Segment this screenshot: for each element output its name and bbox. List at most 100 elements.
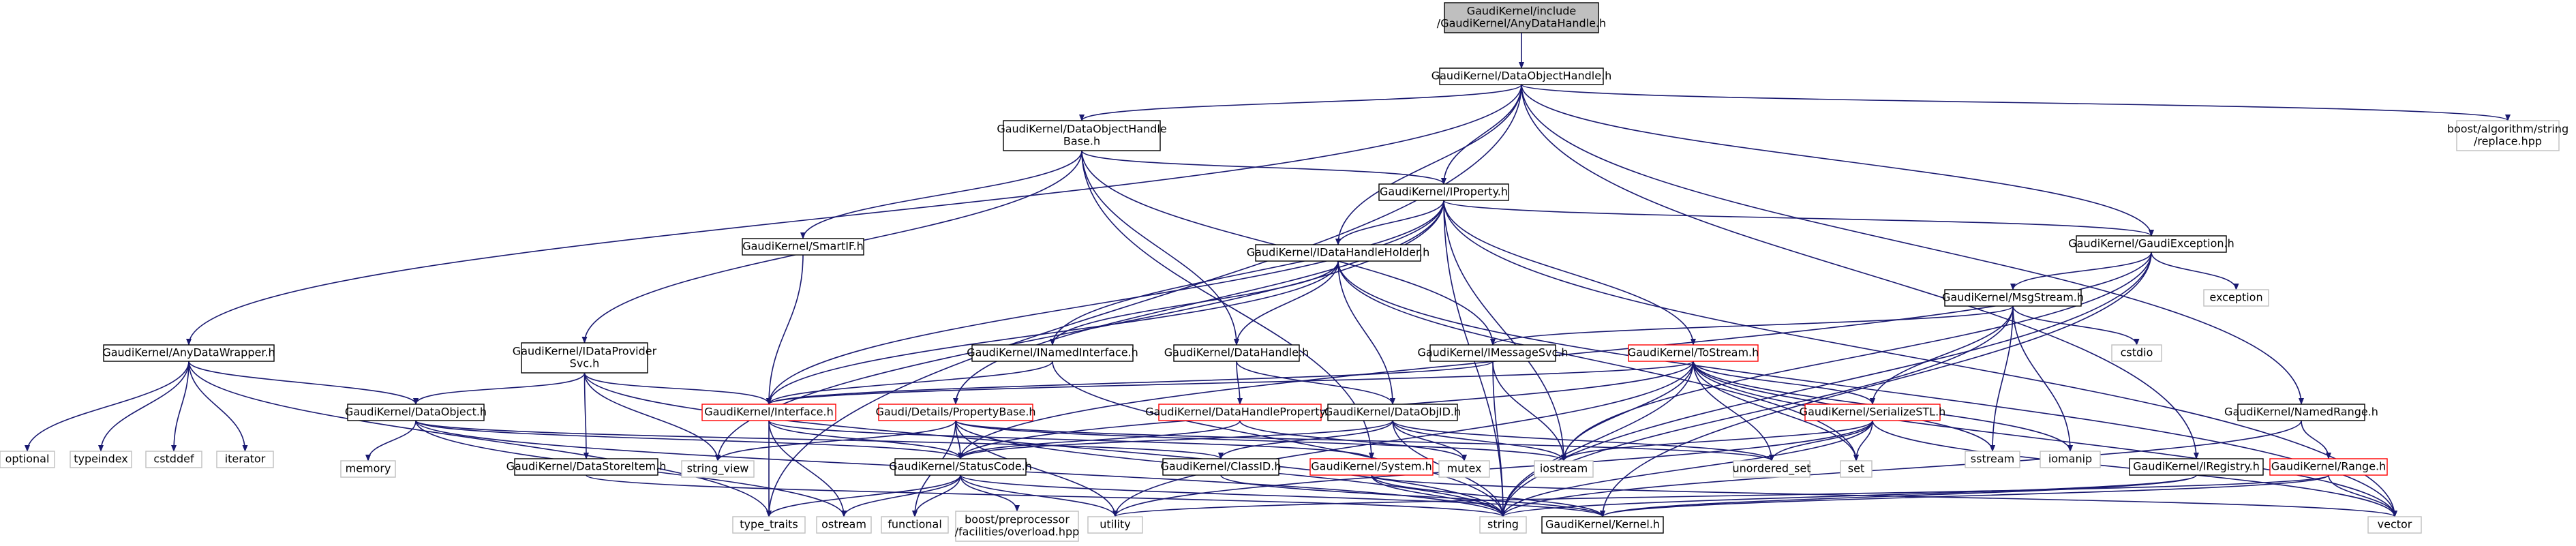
node-utility: utility: [1087, 516, 1143, 534]
node-label-SmartIF: GaudiKernel/SmartIF.h: [742, 240, 864, 253]
node-label-DataHandleProperty: GaudiKernel/DataHandleProperty.h: [1145, 406, 1335, 419]
node-box-unordered_set: [1733, 460, 1810, 478]
node-box-cstddef: [145, 451, 202, 468]
edge-DataObjectHandleBase-to-SmartIF: [800, 150, 1082, 239]
node-label-Kernel: GaudiKernel/Kernel.h: [1545, 518, 1660, 531]
node-MsgStream[interactable]: GaudiKernel/MsgStream.h: [1942, 289, 2084, 307]
node-box-GaudiException: [2076, 235, 2227, 253]
edge-IMessageSvc-to-string: [1492, 361, 1506, 517]
edge-IProperty-to-iostream: [1443, 200, 1566, 461]
node-Range[interactable]: GaudiKernel/Range.h: [2269, 458, 2388, 476]
node-label-sstream: sstream: [1971, 453, 2014, 466]
node-box-optional: [0, 451, 55, 468]
node-DataStoreItem[interactable]: GaudiKernel/DataStoreItem.h: [506, 458, 667, 476]
node-label-ToStream: GaudiKernel/ToStream.h: [1628, 346, 1759, 359]
node-IDataHandleHolder[interactable]: GaudiKernel/IDataHandleHolder.h: [1247, 244, 1430, 262]
edge-MsgStream-to-cstdio: [2012, 305, 2140, 346]
node-typeindex: typeindex: [70, 451, 132, 468]
node-label-ostream: ostream: [821, 518, 866, 531]
node-box-typeindex: [70, 451, 132, 468]
node-label-iostream: iostream: [1540, 462, 1588, 475]
node-IMessageSvc[interactable]: GaudiKernel/IMessageSvc.h: [1417, 344, 1569, 362]
node-StatusCode[interactable]: GaudiKernel/StatusCode.h: [889, 458, 1032, 476]
node-label-GaudiException: GaudiKernel/GaudiException.h: [2068, 237, 2234, 250]
edge-IDataHandleHolder-to-DataObjID: [1337, 260, 1395, 405]
edge-GaudiException-to-exception: [2151, 252, 2239, 290]
edge-DataObjectHandle-to-DataObjectHandleBase: [1079, 84, 1522, 121]
edge-IDataProviderSvc-to-string_view: [584, 372, 721, 461]
edge-AnyDataWrapper-to-typeindex: [98, 361, 190, 452]
node-cstdio: cstdio: [2111, 344, 2162, 362]
node-DataObjID[interactable]: GaudiKernel/DataObjID.h: [1324, 404, 1461, 421]
edge-DataObjectHandle-to-type_traits: [766, 84, 1522, 517]
node-DataObject[interactable]: GaudiKernel/DataObject.h: [345, 404, 487, 421]
node-box-string: [1479, 516, 1527, 534]
node-iomanip: iomanip: [2040, 451, 2101, 468]
node-ClassID[interactable]: GaudiKernel/ClassID.h: [1161, 458, 1282, 476]
edge-MsgStream-to-sstream: [1990, 305, 2014, 452]
edge-SerializeSTL-to-iostream: [1561, 420, 1873, 461]
node-box-NamedRange: [2237, 404, 2365, 421]
node-GaudiException[interactable]: GaudiKernel/GaudiException.h: [2068, 235, 2234, 253]
edge-DataObjectHandle-to-GaudiException: [1521, 84, 2154, 237]
node-root[interactable]: GaudiKernel/include/GaudiKernel/AnyDataH…: [1437, 2, 1606, 33]
edge-Interface-to-System: [768, 420, 1374, 459]
node-label-set: set: [1848, 462, 1864, 475]
node-ostream: ostream: [816, 516, 872, 534]
node-box-DataObject: [347, 404, 485, 421]
node-PropertyBase[interactable]: Gaudi/Details/PropertyBase.h: [875, 404, 1036, 421]
node-DataHandleProperty[interactable]: GaudiKernel/DataHandleProperty.h: [1145, 404, 1335, 421]
node-functional: functional: [881, 516, 949, 534]
node-box-ostream: [816, 516, 872, 534]
node-unordered_set: unordered_set: [1732, 460, 1811, 478]
node-IRegistry[interactable]: GaudiKernel/IRegistry.h: [2129, 458, 2264, 476]
edge-ToStream-to-vector: [1693, 361, 2397, 517]
node-IProperty[interactable]: GaudiKernel/IProperty.h: [1378, 183, 1509, 201]
node-label-IProperty: GaudiKernel/IProperty.h: [1380, 185, 1508, 198]
node-SerializeSTL[interactable]: GaudiKernel/SerializeSTL.h: [1800, 404, 1946, 421]
node-box-cstdio: [2111, 344, 2162, 362]
node-ToStream[interactable]: GaudiKernel/ToStream.h: [1628, 344, 1759, 362]
node-memory: memory: [340, 460, 396, 478]
node-label-mutex: mutex: [1446, 462, 1481, 475]
node-box-ClassID: [1162, 458, 1279, 476]
node-DataObjectHandle[interactable]: GaudiKernel/DataObjectHandle.h: [1431, 67, 1612, 85]
node-SmartIF[interactable]: GaudiKernel/SmartIF.h: [742, 238, 864, 256]
edge-DataObjID-to-mutex: [1392, 420, 1467, 461]
node-label-boostOverload-line1: boost/preprocessor: [965, 513, 1070, 526]
node-INamedInterface[interactable]: GaudiKernel/INamedInterface.h: [967, 344, 1138, 362]
node-label-SerializeSTL: GaudiKernel/SerializeSTL.h: [1800, 406, 1946, 419]
node-System[interactable]: GaudiKernel/System.h: [1309, 458, 1434, 476]
edge-Interface-to-StatusCode: [768, 420, 963, 459]
node-label-iomanip: iomanip: [2048, 453, 2092, 466]
node-AnyDataWrapper[interactable]: GaudiKernel/AnyDataWrapper.h: [102, 344, 275, 362]
node-label-utility: utility: [1100, 518, 1131, 531]
edge-GaudiException-to-Kernel: [1600, 252, 2152, 517]
edge-AnyDataWrapper-to-DataObject: [188, 361, 419, 405]
node-box-IProperty: [1378, 183, 1509, 201]
node-NamedRange[interactable]: GaudiKernel/NamedRange.h: [2224, 404, 2378, 421]
node-box-Kernel: [1541, 516, 1664, 534]
node-label-typeindex: typeindex: [74, 453, 128, 466]
node-label-IDataHandleHolder: GaudiKernel/IDataHandleHolder.h: [1247, 246, 1430, 259]
node-DataHandle[interactable]: GaudiKernel/DataHandle.h: [1164, 344, 1309, 362]
edge-ToStream-to-string: [1500, 361, 1694, 517]
edge-DataStoreItem-to-string: [586, 474, 1506, 517]
node-label-unordered_set: unordered_set: [1732, 462, 1810, 476]
edge-GaudiException-to-iostream: [1561, 252, 2152, 461]
node-set: set: [1840, 460, 1873, 478]
node-Interface[interactable]: GaudiKernel/Interface.h: [701, 404, 836, 421]
node-label-boostReplace-line2: /replace.hpp: [2474, 135, 2542, 148]
edge-IProperty-to-Interface: [766, 200, 1444, 405]
node-label-Range: GaudiKernel/Range.h: [2271, 460, 2386, 473]
node-box-INamedInterface: [971, 344, 1134, 362]
node-box-iterator: [216, 451, 274, 468]
node-Kernel[interactable]: GaudiKernel/Kernel.h: [1541, 516, 1664, 534]
edge-DataObjectHandle-to-IProperty: [1441, 84, 1522, 185]
node-box-SerializeSTL: [1804, 404, 1941, 421]
node-label-DataObject: GaudiKernel/DataObject.h: [345, 406, 487, 419]
edge-MsgStream-to-string: [1500, 305, 2014, 517]
